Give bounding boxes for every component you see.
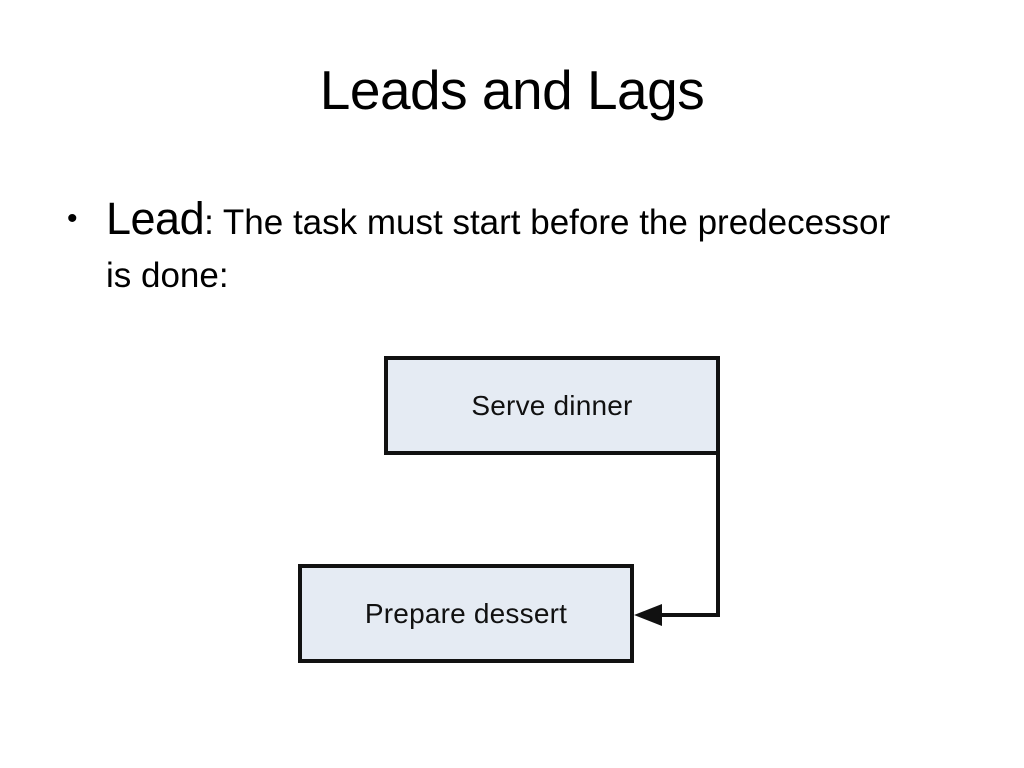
node-serve-dinner-label: Serve dinner bbox=[471, 389, 633, 421]
node-prepare-dessert[interactable]: Prepare dessert bbox=[298, 564, 634, 663]
bullet-list: • Lead: The task must start before the pr… bbox=[62, 192, 892, 302]
page-title: Leads and Lags bbox=[319, 59, 705, 121]
bullet-text-lead-description: : The task must start before the predece… bbox=[106, 203, 891, 295]
bullet-term-lead: Lead bbox=[106, 193, 205, 244]
bullet-marker-icon: • bbox=[67, 202, 78, 235]
connector-line-serve-dinner-to-prepare-dessert bbox=[650, 455, 720, 617]
arrowhead-icon bbox=[634, 604, 662, 626]
list-item: • Lead: The task must start before the pr… bbox=[62, 192, 892, 302]
node-prepare-dessert-label: Prepare dessert bbox=[364, 597, 568, 629]
node-serve-dinner[interactable]: Serve dinner bbox=[384, 356, 720, 455]
